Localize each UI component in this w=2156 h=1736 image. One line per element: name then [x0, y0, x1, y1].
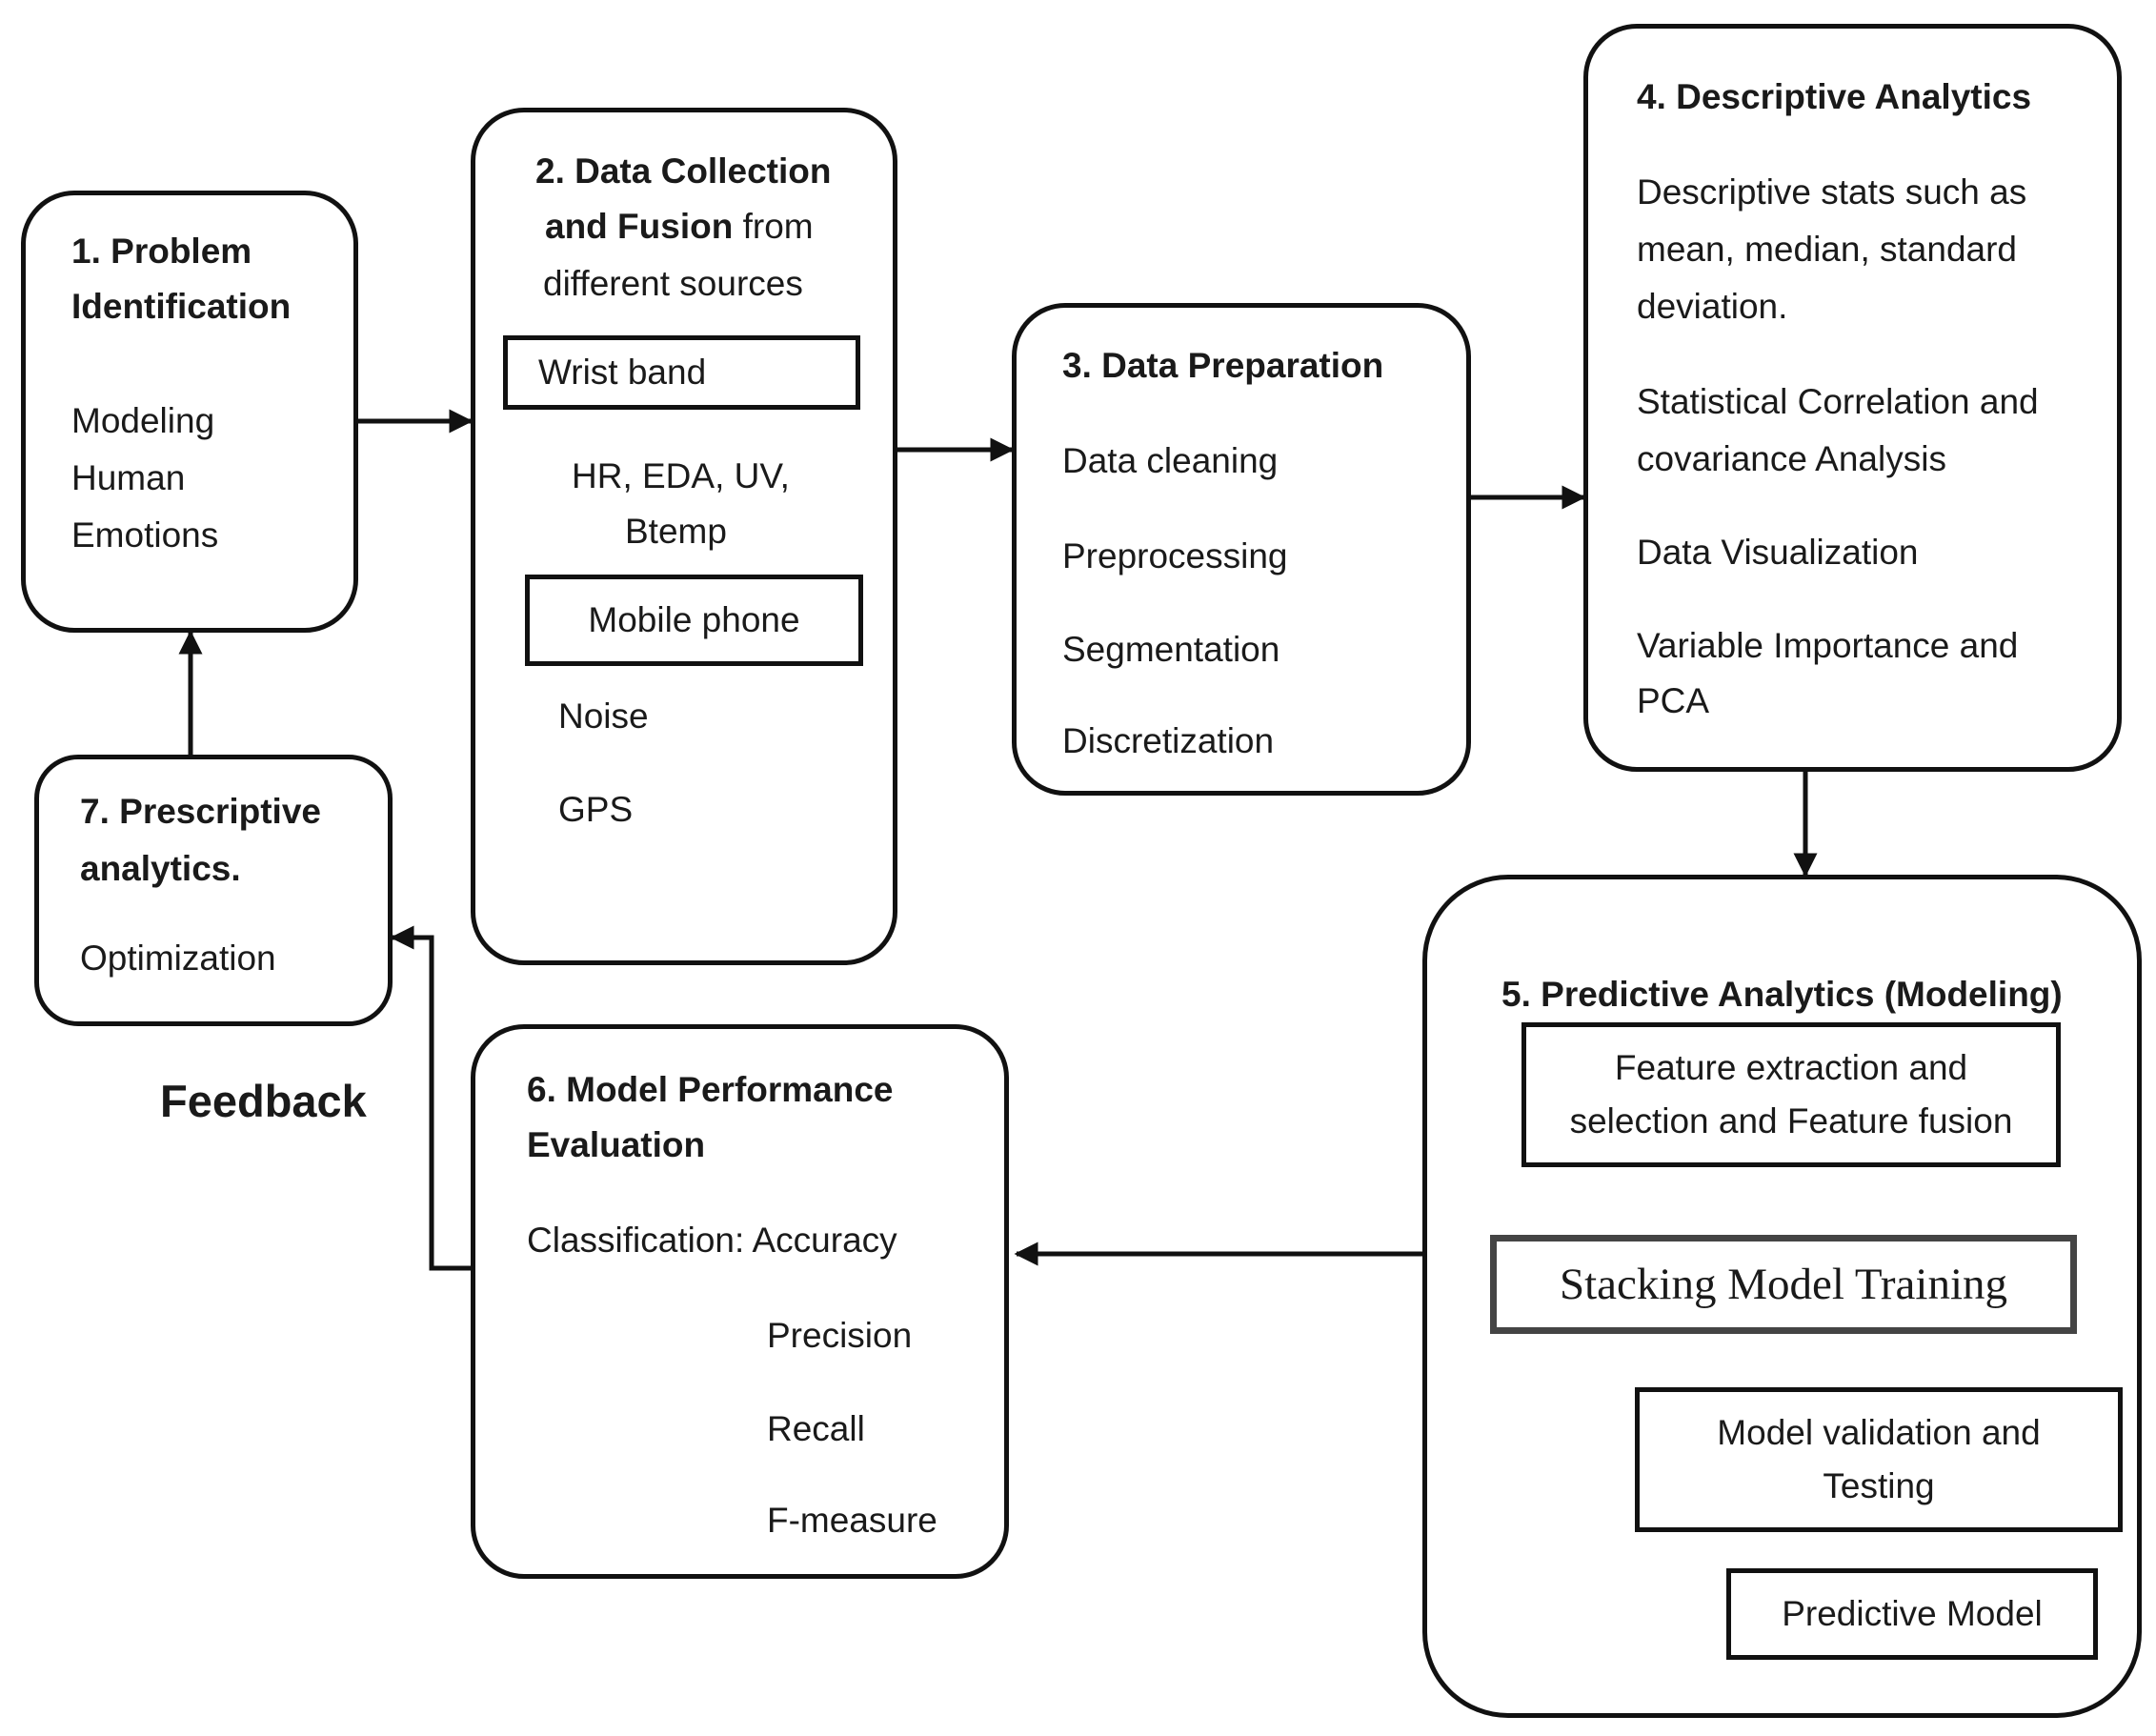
step-4-line-1: Descriptive stats such as [1637, 172, 2027, 212]
feature-extraction-line2: selection and Feature fusion [1569, 1101, 2013, 1141]
mobile-signal-gps: GPS [558, 790, 634, 829]
wrist-band-box: Wrist band [503, 335, 860, 410]
feedback-label: Feedback [160, 1076, 367, 1126]
step-3-item-1: Data cleaning [1062, 441, 1279, 480]
stacking-model-training-box: Stacking Model Training [1490, 1235, 2077, 1334]
step-6-metric-precision: Precision [767, 1316, 913, 1355]
step-1-box [21, 191, 358, 633]
wrist-signals-line1: HR, EDA, UV, [572, 456, 790, 495]
step-2-title-line2: and Fusion from [545, 200, 814, 253]
step-3-title: 3. Data Preparation [1062, 346, 1384, 385]
step-7-title-line1: 7. Prescriptive [80, 792, 321, 831]
step-4-line-4: Statistical Correlation and [1637, 382, 2039, 421]
step-7-box [34, 755, 393, 1026]
step-7-title-line2: analytics. [80, 849, 241, 888]
step-6-title-line2: Evaluation [527, 1125, 706, 1164]
step-4-line-8: PCA [1637, 681, 1710, 720]
step-6-metric-recall: Recall [767, 1409, 865, 1448]
predictive-model-box: Predictive Model [1726, 1568, 2098, 1660]
step-1-body-3: Emotions [71, 515, 219, 555]
feature-extraction-box: Feature extraction and selection and Fea… [1521, 1022, 2061, 1167]
step-7-body: Optimization [80, 939, 276, 978]
wrist-signals-line2: Btemp [625, 512, 727, 551]
step-4-line-2: mean, median, standard [1637, 230, 2018, 269]
step-3-item-2: Preprocessing [1062, 536, 1288, 575]
mobile-phone-box: Mobile phone [525, 575, 863, 666]
step-4-line-6: Data Visualization [1637, 533, 1919, 572]
step-2-title-line1: 2. Data Collection [535, 151, 832, 191]
step-4-box [1583, 24, 2122, 772]
step-3-box [1012, 303, 1471, 796]
step-6-classification: Classification: Accuracy [527, 1221, 897, 1260]
step-4-line-7: Variable Importance and [1637, 626, 2019, 665]
mobile-signal-noise: Noise [558, 696, 649, 736]
step-2-title-line3: different sources [543, 264, 803, 303]
step-4-title: 4. Descriptive Analytics [1637, 77, 2032, 116]
stacking-model-training-label: Stacking Model Training [1559, 1260, 2008, 1309]
mobile-phone-label: Mobile phone [588, 600, 800, 639]
step-6-box [471, 1024, 1009, 1579]
step-3-item-4: Discretization [1062, 721, 1275, 760]
step-5-title: 5. Predictive Analytics (Modeling) [1501, 975, 2063, 1014]
model-validation-line2: Testing [1823, 1466, 1935, 1505]
predictive-model-label: Predictive Model [1782, 1594, 2043, 1633]
step-3-item-3: Segmentation [1062, 630, 1280, 669]
model-validation-line1: Model validation and [1717, 1413, 2041, 1452]
step-6-metric-fmeasure: F-measure [767, 1501, 937, 1540]
step-4-line-5: covariance Analysis [1637, 439, 1946, 478]
arrow-6-to-7 [390, 925, 471, 1271]
step-6-title-line1: 6. Model Performance [527, 1070, 894, 1109]
feature-extraction-line1: Feature extraction and [1614, 1048, 1968, 1087]
step-1-body-2: Human [71, 458, 186, 497]
step-1-body-1: Modeling [71, 401, 215, 440]
step-1-title-line2: Identification [71, 287, 292, 326]
step-2-title-line2-bold: and Fusion [545, 207, 734, 246]
step-4-line-3: deviation. [1637, 287, 1788, 326]
step-1-title-line1: 1. Problem [71, 232, 252, 271]
wrist-band-label: Wrist band [538, 353, 707, 392]
step-2-title-line2-rest: from [733, 207, 814, 246]
model-validation-box: Model validation and Testing [1635, 1387, 2123, 1532]
step-2-box [471, 108, 897, 965]
